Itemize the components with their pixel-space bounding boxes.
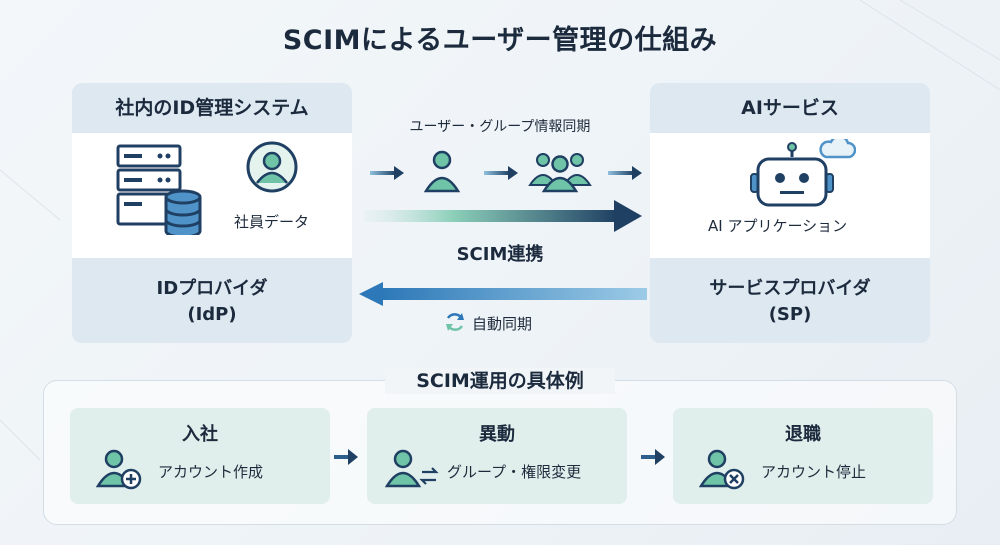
small-arrow-2 [484,166,518,180]
server-database-icon [116,144,202,235]
step-arrow-2 [641,449,665,465]
user-group-icon [528,153,592,193]
auto-sync-arrow-left [359,282,647,306]
sp-panel-header: AIサービス [741,97,839,119]
card-text-joining: アカウント作成 [158,463,264,481]
sp-panel-body: AI アプリケーション [650,133,930,258]
sp-panel: AIサービス AI アプリケーション サービスプロバイダ (SP) [650,83,930,343]
card-title-transfer: 異動 [479,424,515,445]
card-text-leaving: アカウント停止 [761,463,867,481]
idp-panel-body: 社員データ [72,133,352,258]
sp-panel-footer: サービスプロバイダ (SP) [650,258,930,343]
employee-avatar-icon [246,141,298,193]
ai-robot-icon [750,139,856,207]
idp-panel-header: 社内のID管理システム [115,97,309,119]
idp-panel-footer: IDプロバイダ (IdP) [72,258,352,343]
sync-flow [370,150,642,193]
user-add-icon [96,449,142,490]
user-remove-icon [699,449,745,490]
card-text-transfer: グループ・権限変更 [447,463,582,481]
step-arrow-1 [334,449,358,465]
user-transfer-icon [385,449,439,488]
small-arrow-1 [370,166,404,180]
example-card-joining: 入社 アカウント作成 [70,408,330,504]
employee-data-label: 社員データ [234,213,310,231]
idp-panel: 社内のID管理システム [72,83,352,343]
ai-application-label: AI アプリケーション [708,217,848,235]
sync-label: ユーザー・グループ情報同期 [409,119,591,135]
examples-title: SCIM運用の具体例 [385,368,615,394]
sp-abbrev: (SP) [768,304,812,325]
sp-name: サービスプロバイダ [709,278,871,299]
scim-integration-label: SCIM連携 [456,244,544,265]
scim-arrow-right [364,200,642,232]
card-title-leaving: 退職 [785,424,821,445]
auto-sync-label: 自動同期 [472,315,533,333]
idp-abbrev: (IdP) [187,304,237,325]
small-arrow-3 [608,166,642,180]
refresh-icon [446,313,464,331]
single-user-icon [423,150,461,193]
page-title: SCIMによるユーザー管理の仕組み [282,25,718,56]
example-card-leaving: 退職 アカウント停止 [673,408,933,504]
idp-name: IDプロバイダ [156,278,268,299]
example-card-transfer: 異動 グループ・権限変更 [367,408,627,504]
card-title-joining: 入社 [182,424,218,445]
